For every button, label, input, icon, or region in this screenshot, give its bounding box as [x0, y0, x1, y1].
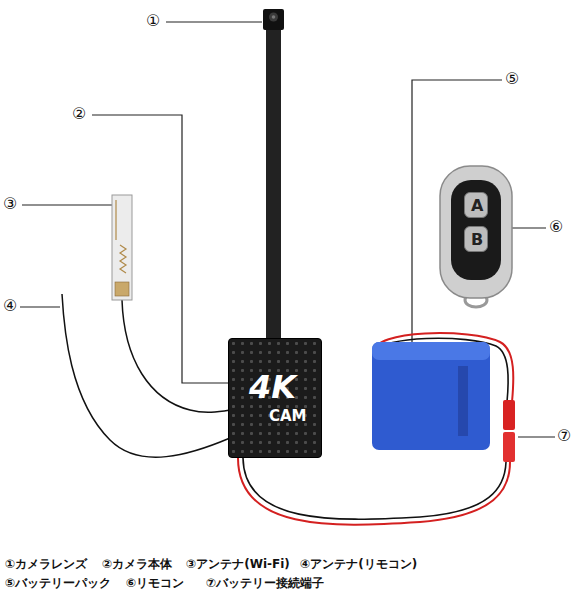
- part-name: ⑤バッテリーパック: [5, 577, 111, 589]
- node-text: B: [471, 232, 483, 248]
- leader-line: [518, 436, 555, 437]
- leader-line: [22, 204, 112, 205]
- callout-number: ⑤: [505, 71, 519, 87]
- wifi-antenna: [112, 195, 132, 300]
- camera-lens: [263, 9, 284, 340]
- part-name: ②カメラ本体: [102, 558, 172, 570]
- part-name: ③アンテナ(Wi-Fi): [186, 558, 290, 570]
- leader-line: [166, 21, 262, 22]
- power-wire-black: [243, 458, 506, 519]
- leader-line: [412, 80, 502, 345]
- remote-button: A: [464, 192, 488, 218]
- camera-body: 4K CAM: [228, 338, 322, 458]
- leader-line: [92, 115, 228, 383]
- callout-number: ⑥: [549, 219, 563, 235]
- antenna-wire: [62, 294, 230, 457]
- battery-connector: [503, 400, 515, 462]
- part-name: ⑦バッテリー接続端子: [206, 577, 324, 589]
- battery-pack: [372, 342, 490, 450]
- callout-number: ⑦: [557, 428, 571, 444]
- callout-number: ③: [3, 196, 17, 212]
- remote-control: [440, 166, 512, 307]
- leader-line: [512, 227, 546, 228]
- power-wire-red: [238, 458, 510, 525]
- part-name: ①カメラレンズ: [5, 558, 87, 570]
- leader-line: [20, 306, 60, 307]
- part-name: ⑥リモコン: [126, 577, 184, 589]
- part-name: ④アンテナ(リモコン): [300, 558, 417, 570]
- node-text: 4K: [249, 371, 296, 403]
- node-text: CAM: [269, 409, 307, 424]
- callout-number: ①: [146, 13, 160, 29]
- remote-button: B: [464, 226, 488, 252]
- node-text: A: [471, 198, 483, 214]
- callout-number: ②: [72, 106, 86, 122]
- callout-number: ④: [3, 298, 17, 314]
- antenna-cable: [122, 300, 230, 412]
